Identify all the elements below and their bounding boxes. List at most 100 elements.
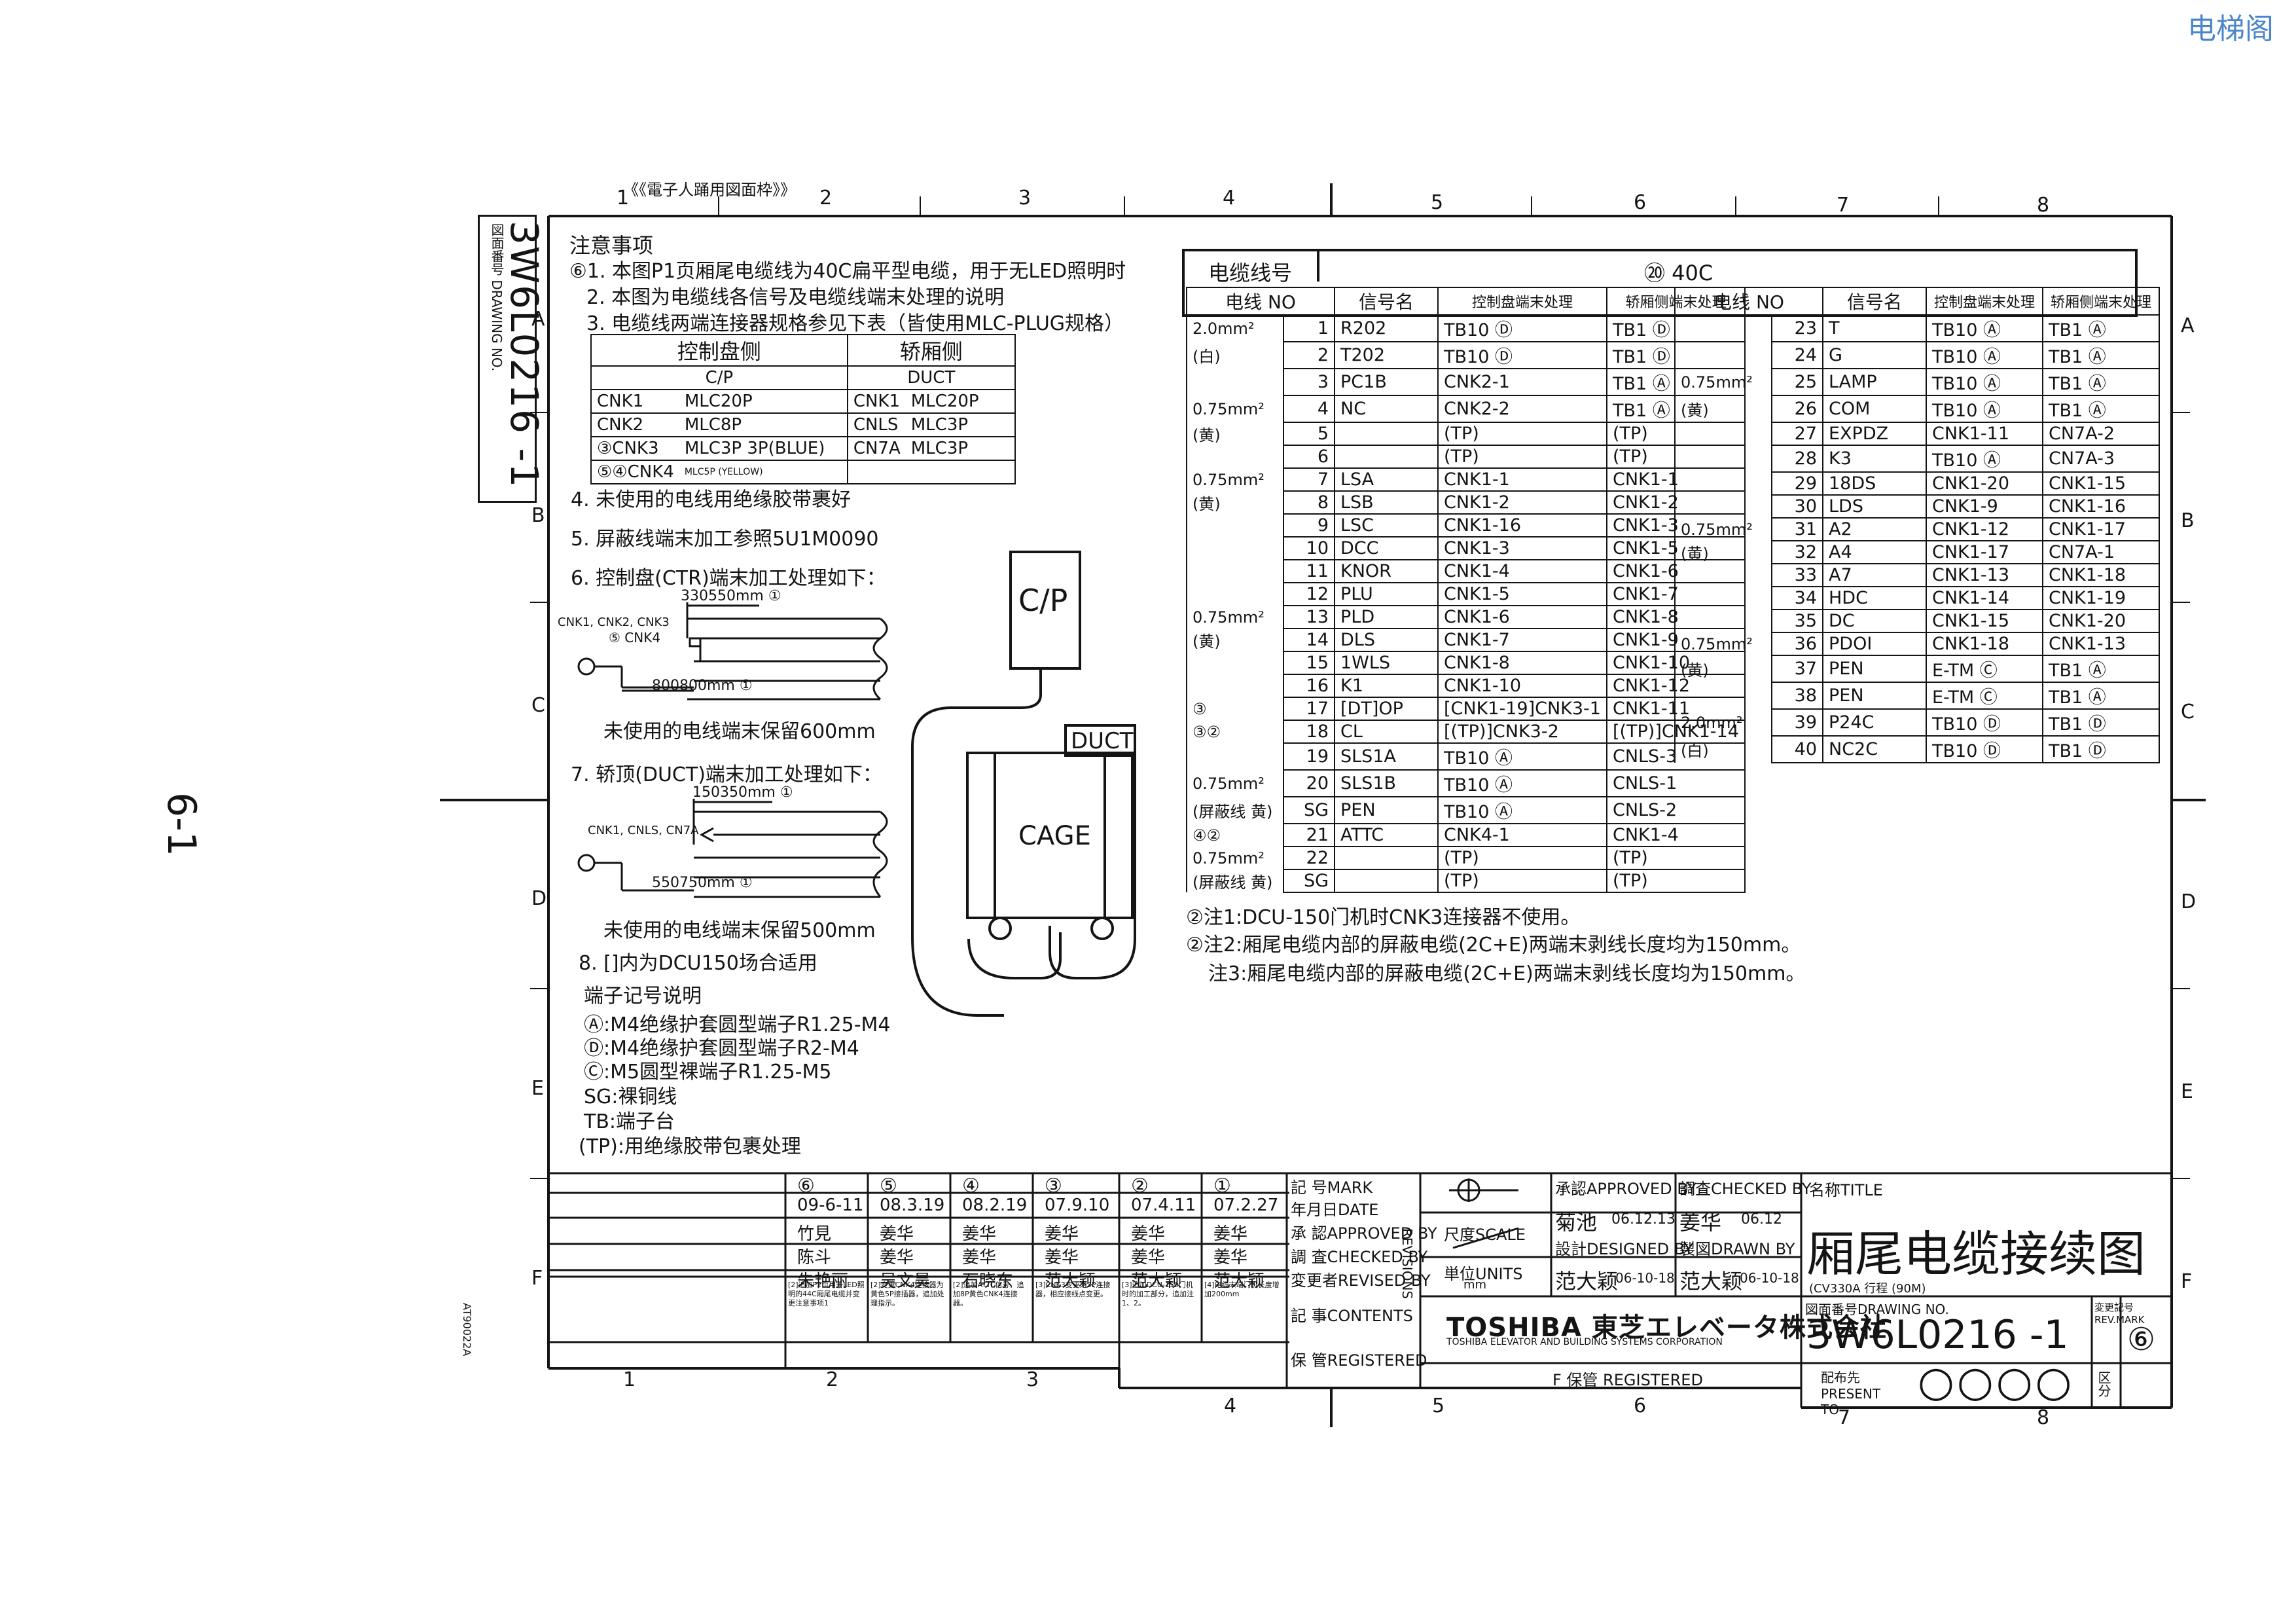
- wt-signal: EXPDZ: [1822, 422, 1927, 446]
- wt-gauge: [1674, 472, 1772, 495]
- wt-control-end: TB10 Ⓐ: [1926, 395, 2043, 423]
- wt-control-end: CNK1-8: [1437, 651, 1607, 675]
- wt-car-end: CNK1-13: [2042, 632, 2160, 656]
- wt-control-end: CNK1-20: [1926, 471, 2043, 496]
- wt-car-end: CNK1-19: [2042, 586, 2160, 610]
- scale-label: 尺度SCALE: [1444, 1226, 1526, 1244]
- wt-signal: A2: [1822, 517, 1927, 541]
- wt-signal: A4: [1822, 540, 1927, 564]
- wt-car-end: CNK1-17: [2042, 517, 2160, 541]
- zone-letter-a-right: A: [2181, 314, 2195, 337]
- note-4: 4. 未使用的电线用绝缘胶带裹好: [571, 488, 852, 511]
- wt-signal: DC: [1822, 609, 1927, 633]
- term-sg: SG:裸铜线: [584, 1085, 677, 1108]
- zone-letter-b-right: B: [2181, 509, 2195, 532]
- rev-dates-cell: 07.9.10: [1045, 1195, 1110, 1215]
- wt-car-end: CNK1-4: [1605, 823, 1746, 847]
- note-6-keep: 未使用的电线端末保留600mm: [603, 720, 876, 743]
- diagram-duct-label: DUCT: [1071, 728, 1134, 754]
- wt-col-signal: 信号名: [1334, 287, 1439, 316]
- wt-wire-no: 15: [1283, 651, 1335, 675]
- wt-wire-no: 13: [1283, 605, 1335, 629]
- note-5: 5. 屏蔽线端末加工参照5U1M0090: [571, 528, 879, 551]
- zone-bottom-3: 3: [1026, 1368, 1039, 1391]
- wt-gauge: [1674, 587, 1772, 610]
- units-label: 単位UNITS: [1444, 1265, 1523, 1283]
- wt-control-end: CNK1-16: [1437, 513, 1607, 538]
- zone-top-5: 5: [1431, 191, 1444, 214]
- wt-control-end: E-TM Ⓒ: [1926, 655, 2043, 683]
- wt-control-end: CNK1-10: [1437, 674, 1607, 698]
- wt-control-end: TB10 Ⓐ: [1437, 796, 1607, 824]
- zone-top-3: 3: [1018, 187, 1031, 210]
- wt-wire-no: 37: [1771, 655, 1823, 683]
- term-tb: TB:端子台: [584, 1110, 675, 1133]
- wt-control-end: TB10 Ⓐ: [1926, 314, 2043, 342]
- wt-gauge: [1186, 369, 1284, 395]
- rev-contents-cell: [2]变更CNK4连接器为黄色5P接插器，追加处理指示。: [870, 1281, 944, 1307]
- wt-wire-no: 29: [1771, 471, 1823, 496]
- wt-control-end: TB10 Ⓐ: [1437, 742, 1607, 771]
- registered-label: F 保管 REGISTERED: [1552, 1371, 1703, 1389]
- wt-gauge: (白): [1186, 342, 1284, 369]
- wt-car-end: (TP): [1605, 869, 1746, 893]
- wt-wire-no: 18: [1283, 720, 1335, 744]
- wt-wire-no: 9: [1283, 513, 1335, 538]
- wt-gauge: 2.0mm²: [1186, 315, 1284, 342]
- wt-gauge: (屏蔽线 黄): [1186, 797, 1284, 824]
- wt-car-end: CN7A-2: [2042, 422, 2160, 446]
- ct-sub-cp: C/P: [590, 365, 848, 390]
- wt-gauge: (黄): [1674, 655, 1772, 682]
- wt-signal: PEN: [1334, 796, 1439, 824]
- rev-marks-cell: ④: [962, 1175, 980, 1197]
- wt-wire-no: 35: [1771, 609, 1823, 633]
- wt-control-end: CNK1-12: [1926, 517, 2043, 541]
- ct-header-car: 轿厢侧: [846, 334, 1016, 367]
- wt-wire-no: 10: [1283, 536, 1335, 560]
- wt-gauge: (黄): [1674, 395, 1772, 422]
- wt-wire-no: SG: [1283, 869, 1335, 893]
- rev-label-revised: 変更者REVISED BY: [1291, 1271, 1431, 1290]
- wt-car-end: TB1 Ⓐ: [2042, 314, 2160, 342]
- ct-cell: CN7A: [846, 436, 906, 461]
- wt-control-end: CNK2-2: [1437, 395, 1607, 423]
- zone-top-6: 6: [1634, 191, 1647, 214]
- wt-wire-no: 28: [1771, 445, 1823, 473]
- note-7-keep: 未使用的电线端末保留500mm: [603, 919, 876, 942]
- wt-col-control: 控制盘端末处理: [1926, 287, 2043, 316]
- wt-gauge: [1674, 422, 1772, 445]
- zone-letter-c-left: C: [531, 694, 545, 717]
- rev-label-revisions: REVISIONS: [1399, 1228, 1415, 1300]
- rev-revised-cell: 石晓东: [962, 1271, 1014, 1291]
- wt-signal: ATTC: [1334, 823, 1439, 847]
- wt-gauge: (黄): [1186, 491, 1284, 514]
- connector-spec-table: 控制盘侧 轿厢侧 C/P DUCT CNK1 MLC20P CNK1 MLC20…: [590, 334, 1016, 484]
- wt-signal: PEN: [1822, 682, 1927, 710]
- wt-control-end: CNK1-14: [1926, 586, 2043, 610]
- wt-gauge: [1674, 445, 1772, 472]
- wt-gauge: 0.75mm²: [1674, 632, 1772, 655]
- footnote-3: 注3:厢尾电缆内部的屏蔽电缆(2C+E)两端末剥线长度均为150mm。: [1208, 962, 1806, 985]
- wt-wire-no: 19: [1283, 742, 1335, 771]
- wt-signal: A7: [1822, 563, 1927, 587]
- wt-gauge: [1186, 743, 1284, 770]
- wt-wire-no: 5: [1283, 422, 1335, 446]
- note-7-connectors: CNK1, CNLS, CN7A: [588, 824, 699, 837]
- wt-gauge: [1674, 564, 1772, 587]
- wt-signal: R202: [1334, 314, 1439, 342]
- wt-wire-no: SG: [1283, 796, 1335, 824]
- wt-signal: [1334, 846, 1439, 870]
- wt-control-end: (TP): [1437, 422, 1607, 446]
- wt-control-end: CNK1-5: [1437, 582, 1607, 606]
- wt-signal: HDC: [1822, 586, 1927, 610]
- note-8: 8. []内为DCU150场合适用: [579, 952, 817, 975]
- frame-caption: 《《電子人踊用図面枠》》: [623, 181, 796, 199]
- wt-wire-no: 22: [1283, 846, 1335, 870]
- wt-car-end: CN7A-3: [2042, 445, 2160, 473]
